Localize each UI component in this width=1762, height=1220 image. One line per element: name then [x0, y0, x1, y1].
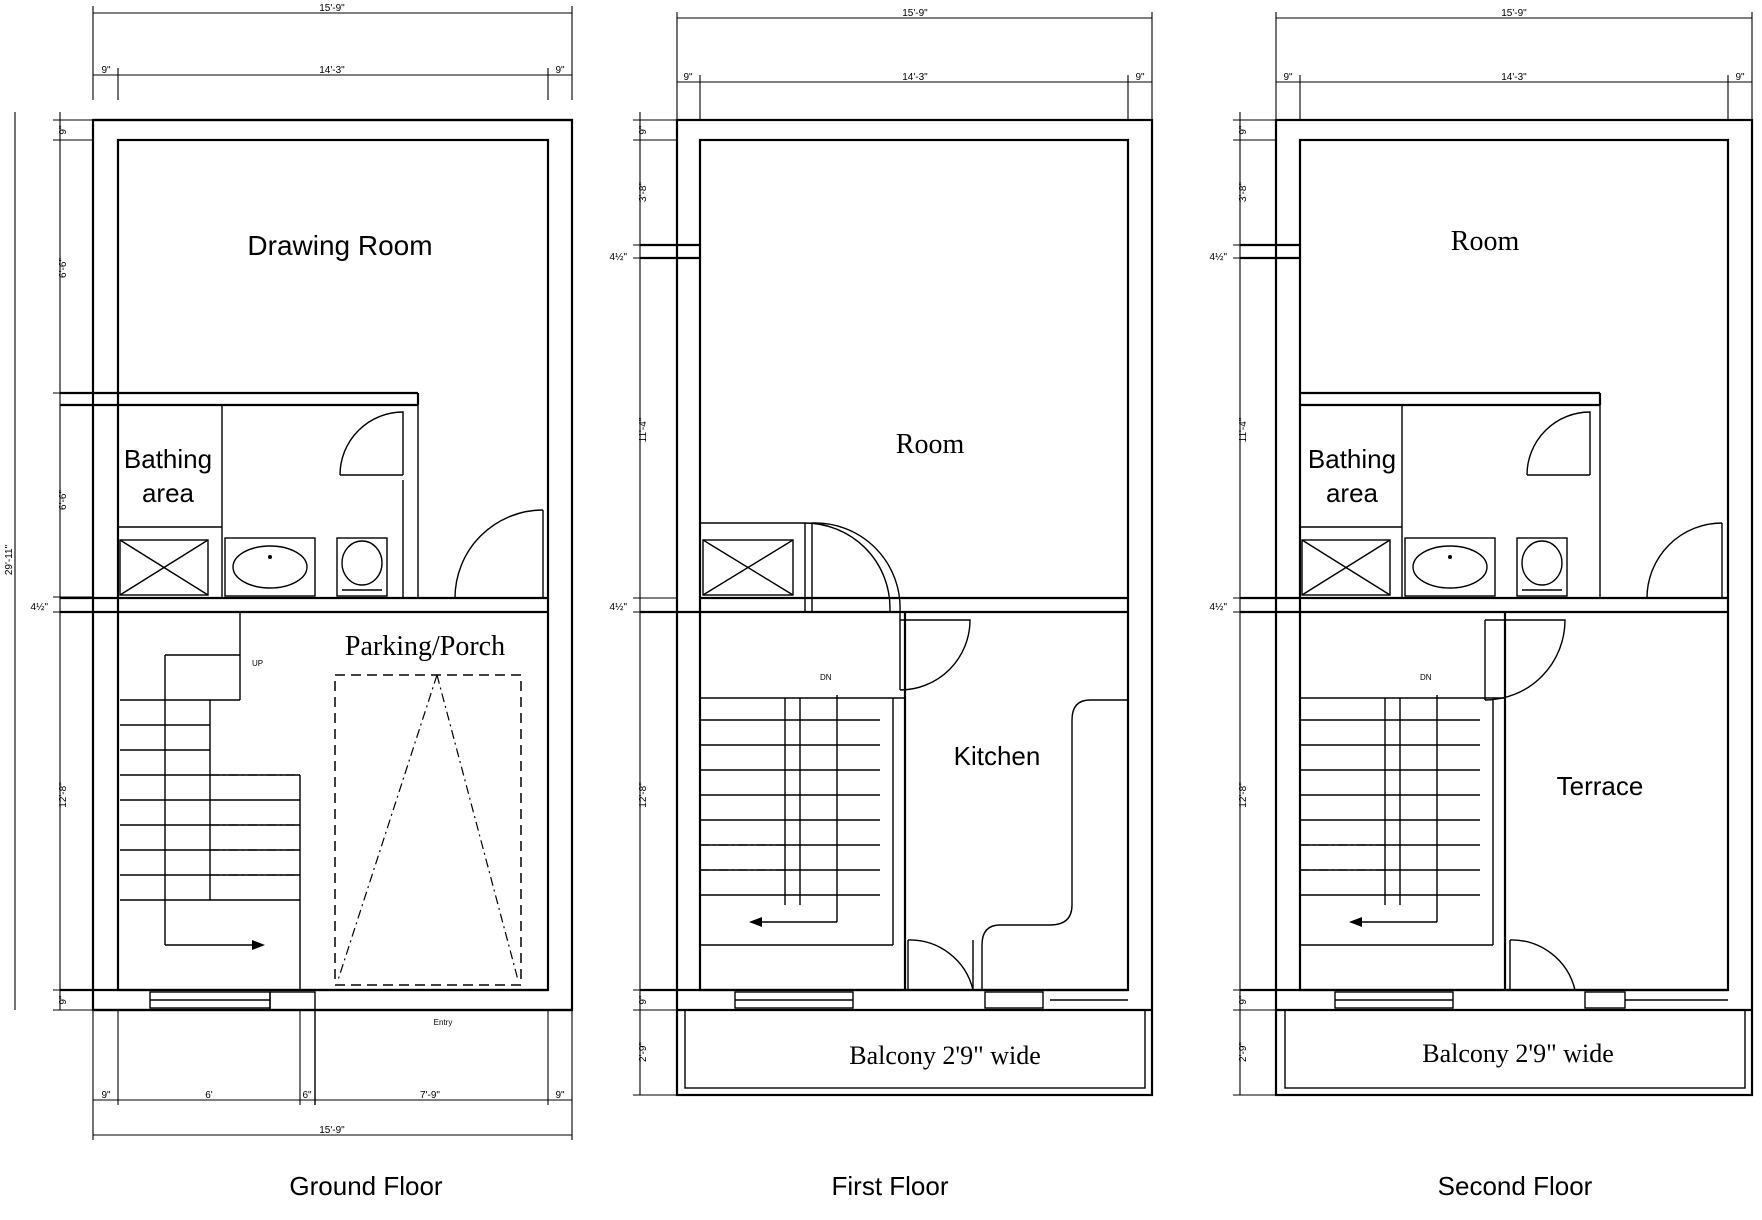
first-left-dimensions: 9" 3'-8" 4½" 11'-4" 4½" 12'-8" 9" 2'-9"	[610, 112, 700, 1096]
first-walls	[640, 118, 1154, 1097]
second-top-wall-dim: 9"	[1238, 125, 1249, 135]
second-bathing-label-line1: Bathing	[1308, 444, 1396, 474]
second-slab-dim: 4½"	[1210, 602, 1228, 613]
second-balcony-label: Balcony 2'9" wide	[1422, 1039, 1613, 1068]
second-bathing-label-line2: area	[1326, 478, 1379, 508]
second-terrace-door	[1484, 619, 1566, 701]
first-room-depth-dim: 11'-4"	[638, 417, 649, 442]
ground-left-dimensions: 29'-11" 9" 6'-6" 6'-6" 4½" 12'-8" 9"	[4, 112, 93, 1011]
first-top-segment-dim: 3'-8"	[638, 182, 649, 202]
ground-bottom-wall-right-dim: 9"	[555, 1090, 565, 1101]
second-terrace-depth-dim: 12'-8"	[1238, 782, 1249, 808]
ground-bottom-wall-left-dim: 9"	[101, 1090, 111, 1101]
first-balcony-label: Balcony 2'9" wide	[849, 1041, 1040, 1070]
car-outline	[334, 674, 522, 986]
first-right-wall-dim: 9"	[1135, 72, 1145, 83]
first-doors	[699, 522, 974, 991]
first-kitchen-depth-dim: 12'-8"	[638, 782, 649, 808]
wash-basin	[224, 537, 316, 597]
second-inner-width-dim: 14'-3"	[1501, 72, 1527, 83]
terrace-label: Terrace	[1557, 771, 1644, 801]
second-room-door	[1646, 522, 1723, 599]
ground-bottom-dimensions: 9" 6' 6" 7'-9" 9" 15'-9"	[92, 1010, 573, 1140]
ground-top-dimensions: 15'-9" 14'-3" 9" 9"	[92, 3, 573, 100]
first-balcony-door	[907, 939, 974, 991]
first-top-dimensions: 15'-9" 14'-3" 9" 9"	[676, 8, 1153, 120]
first-inner-width-dim: 14'-3"	[902, 72, 928, 83]
porch-door	[454, 509, 544, 599]
first-floor-caption: First Floor	[832, 1171, 949, 1201]
second-bath-door	[1526, 411, 1591, 476]
second-window-dim: 4½"	[1210, 252, 1228, 263]
first-stair-dn-label: DN	[820, 673, 832, 682]
first-room-door	[811, 522, 901, 613]
second-overall-width-dim: 15'-9"	[1501, 8, 1527, 19]
second-staircase: DN	[1300, 673, 1480, 927]
ground-bottom-wall-dim: 9"	[58, 995, 69, 1005]
second-balcony-depth-dim: 2'-9"	[1238, 1042, 1249, 1062]
ground-porch-depth-dim: 12'-8"	[58, 782, 69, 808]
ground-bottom-seg1-dim: 6'	[205, 1090, 213, 1101]
second-walls	[1240, 118, 1754, 1097]
ground-bathing-label-line2: area	[142, 478, 195, 508]
ground-walls	[60, 118, 574, 1105]
first-bottom-wall-dim: 9"	[638, 995, 649, 1005]
ground-top-wall-dim: 9"	[58, 125, 69, 135]
bath-door	[339, 411, 404, 476]
second-fixtures	[1301, 411, 1723, 991]
second-left-wall-dim: 9"	[1283, 72, 1293, 83]
second-room-label: Room	[1451, 226, 1520, 257]
ground-bath-depth-dim: 6'-6"	[58, 490, 69, 510]
second-top-dimensions: 15'-9" 14'-3" 9" 9"	[1275, 8, 1753, 120]
ground-bottom-overall-dim: 15'-9"	[319, 1125, 345, 1136]
ground-right-wall-dim: 9"	[555, 65, 565, 76]
ground-slab-dim: 4½"	[31, 602, 49, 613]
first-overall-width-dim: 15'-9"	[902, 8, 928, 19]
ground-inner-width-dim: 14'-3"	[319, 65, 345, 76]
first-kitchen-door	[899, 619, 971, 691]
ground-bottom-seg3-dim: 7'-9"	[420, 1090, 440, 1101]
first-left-wall-dim: 9"	[683, 72, 693, 83]
second-room-depth-dim: 11'-4"	[1238, 417, 1249, 442]
second-right-wall-dim: 9"	[1735, 72, 1745, 83]
ground-floor-plan: 15'-9" 14'-3" 9" 9" 29'-11" 9" 6'-6" 6'-…	[4, 3, 574, 1201]
first-slab-dim: 4½"	[610, 602, 628, 613]
parking-porch-label: Parking/Porch	[345, 631, 505, 662]
shower-tray	[119, 539, 209, 596]
stair-up-label: UP	[252, 659, 263, 668]
ground-bottom-seg2-dim: 6"	[302, 1090, 312, 1101]
ground-bath-fixtures	[119, 411, 544, 599]
ground-overall-depth-dim: 29'-11"	[4, 544, 15, 575]
first-floor-plan: 15'-9" 14'-3" 9" 9" 9" 3'-8" 4½" 11'-4" …	[610, 8, 1154, 1201]
ground-staircase: UP	[120, 612, 301, 990]
first-staircase: DN	[700, 673, 880, 927]
first-room-label: Room	[896, 429, 965, 460]
second-floor-caption: Second Floor	[1438, 1171, 1593, 1201]
second-balcony-door	[1509, 939, 1576, 991]
ground-overall-width-dim: 15'-9"	[319, 3, 345, 14]
first-window-dim: 4½"	[610, 252, 628, 263]
entry-label: Entry	[434, 1018, 453, 1027]
second-floor-plan: 15'-9" 14'-3" 9" 9" 9" 3'-8" 4½" 11'-4" …	[1210, 8, 1754, 1201]
ground-bathing-label-line1: Bathing	[124, 444, 212, 474]
second-stair-dn-label: DN	[1420, 673, 1432, 682]
second-left-dimensions: 9" 3'-8" 4½" 11'-4" 4½" 12'-8" 9" 2'-9"	[1210, 112, 1300, 1096]
ground-left-wall-dim: 9"	[101, 65, 111, 76]
second-top-segment-dim: 3'-8"	[1238, 182, 1249, 202]
ground-drawing-depth-dim: 6'-6"	[58, 258, 69, 278]
ground-floor-caption: Ground Floor	[289, 1171, 443, 1201]
first-top-wall-dim: 9"	[638, 125, 649, 135]
first-balcony-depth-dim: 2'-9"	[638, 1042, 649, 1062]
second-bottom-wall-dim: 9"	[1238, 995, 1249, 1005]
kitchen-label: Kitchen	[954, 741, 1041, 771]
drawing-room-label: Drawing Room	[247, 230, 432, 261]
toilet	[336, 537, 388, 597]
first-fixtures	[702, 539, 794, 596]
